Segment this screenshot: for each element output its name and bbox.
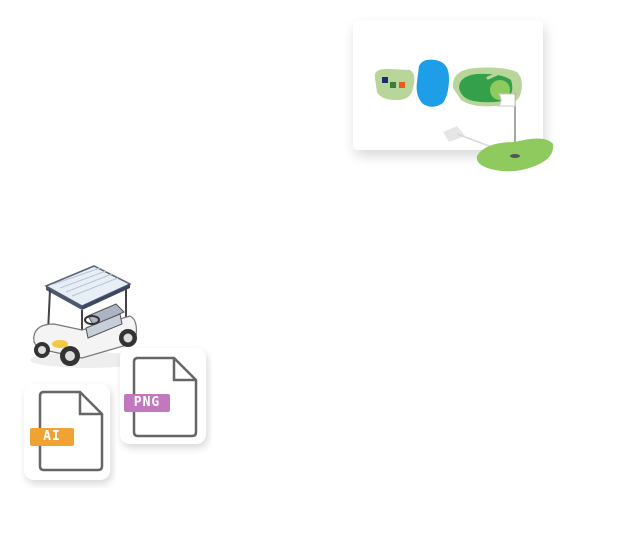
png-file-label: PNG: [124, 394, 170, 412]
ai-file-label: AI: [30, 428, 74, 446]
golf-cart-illustration: [22, 258, 150, 378]
png-file-icon: PNG: [116, 344, 212, 454]
ai-file-icon: AI: [20, 378, 116, 488]
golf-course-illustration: [345, 8, 575, 183]
